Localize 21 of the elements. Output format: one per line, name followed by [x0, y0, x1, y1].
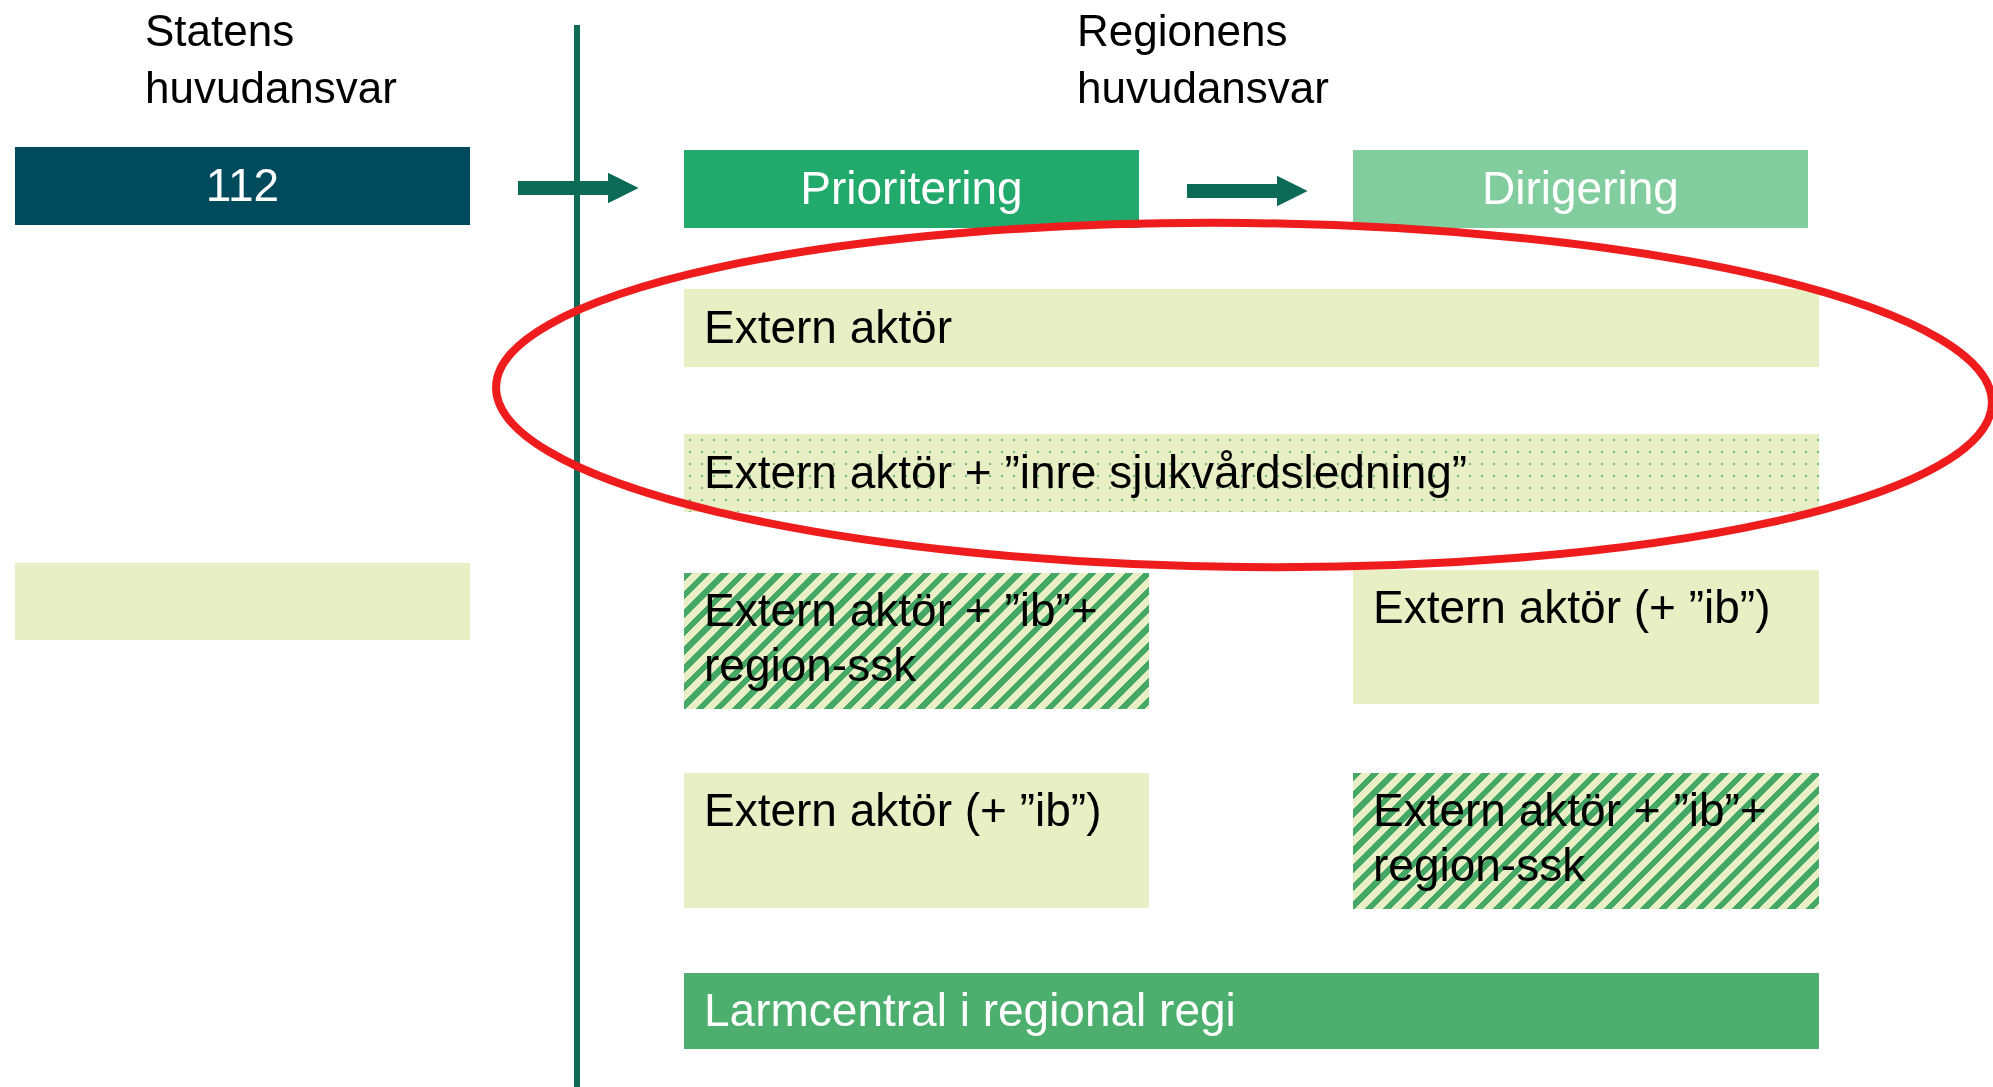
header-box — [684, 150, 1139, 228]
process-box — [684, 973, 1819, 1049]
box-label: 112 — [205, 158, 280, 214]
box-shape — [15, 563, 470, 640]
box-label: Extern aktör (+ ”ib”) — [704, 783, 1102, 838]
box-label: Extern aktör + ”inre sjukvårdsledning” — [704, 445, 1468, 501]
column-heading: Regionens huvudansvar — [1077, 5, 1330, 115]
column-heading: Statens huvudansvar — [145, 5, 398, 115]
box-label: Extern aktör (+ ”ib”) — [1373, 580, 1771, 635]
process-box — [684, 434, 1819, 512]
arrow — [518, 172, 639, 204]
box-label: Extern aktör — [704, 300, 952, 356]
box-label: Dirigering — [1482, 161, 1679, 217]
process-box — [1353, 570, 1819, 704]
arrow — [1187, 175, 1308, 207]
box-label: Prioritering — [800, 161, 1023, 217]
box-label: Larmcentral i regional regi — [704, 983, 1236, 1039]
process-box — [684, 773, 1149, 908]
header-box — [15, 147, 470, 225]
header-box — [1353, 150, 1808, 228]
process-box — [684, 289, 1819, 367]
